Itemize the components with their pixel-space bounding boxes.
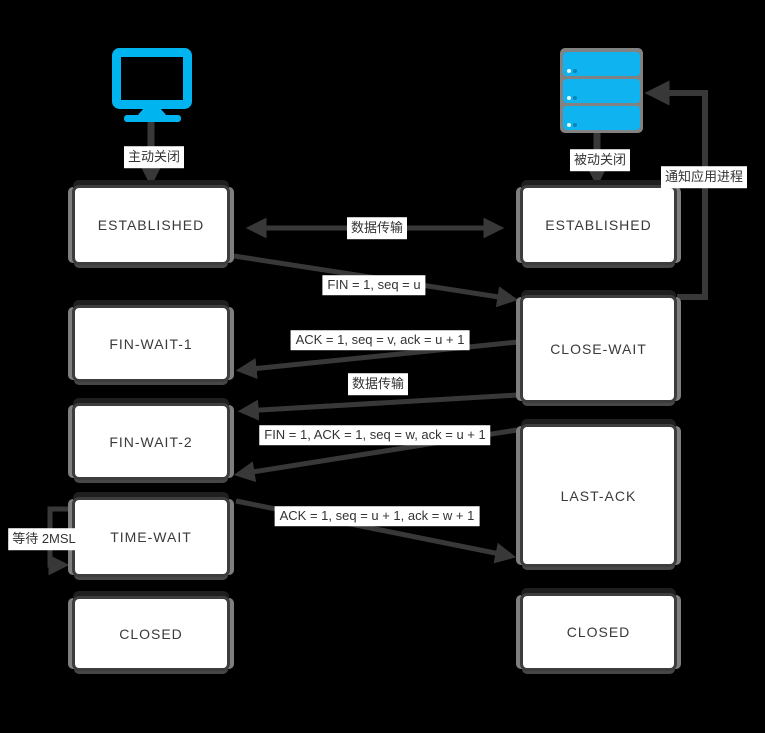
state-label: CLOSED (566, 624, 631, 640)
label-fin: FIN = 1, seq = u (322, 275, 426, 295)
label-last-ack: ACK = 1, seq = u + 1, ack = w + 1 (274, 506, 480, 526)
state-label: FIN-WAIT-2 (109, 433, 193, 450)
state-label: FIN-WAIT-1 (109, 335, 193, 352)
label-ack: ACK = 1, seq = v, ack = u + 1 (290, 330, 470, 350)
state-box-fin-wait-1: FIN-WAIT-1 (72, 305, 230, 382)
edge-ack (235, 339, 519, 379)
server-icon (560, 48, 643, 133)
state-box-last-ack: LAST-ACK (520, 424, 677, 567)
label-data-transfer-mid: 数据传输 (347, 373, 409, 395)
state-label: ESTABLISHED (545, 217, 652, 233)
state-label: ESTABLISHED (97, 217, 205, 233)
state-label: LAST-ACK (560, 487, 637, 504)
edge-data-transfer-mid (237, 392, 519, 421)
monitor-icon (112, 48, 192, 122)
label-fin-ack: FIN = 1, ACK = 1, seq = w, ack = u + 1 (259, 425, 491, 445)
state-box-server-closed: CLOSED (520, 593, 677, 671)
edge-notify-app (644, 80, 708, 300)
state-box-server-established: ESTABLISHED (520, 185, 677, 265)
label-wait-2msl: 等待 2MSL (8, 528, 80, 550)
state-label: CLOSE-WAIT (550, 341, 647, 357)
state-box-close-wait: CLOSE-WAIT (520, 295, 677, 403)
state-box-client-closed: CLOSED (72, 596, 230, 671)
label-passive-close: 被动关闭 (569, 149, 631, 171)
state-box-time-wait: TIME-WAIT (72, 497, 230, 577)
state-label: TIME-WAIT (110, 529, 192, 545)
state-box-client-established: ESTABLISHED (72, 185, 230, 265)
label-notify-app: 通知应用进程 (660, 166, 748, 188)
state-box-fin-wait-2: FIN-WAIT-2 (72, 403, 230, 480)
label-active-close: 主动关闭 (123, 146, 185, 168)
label-data-transfer-top: 数据传输 (346, 217, 408, 239)
state-label: CLOSED (119, 625, 183, 642)
